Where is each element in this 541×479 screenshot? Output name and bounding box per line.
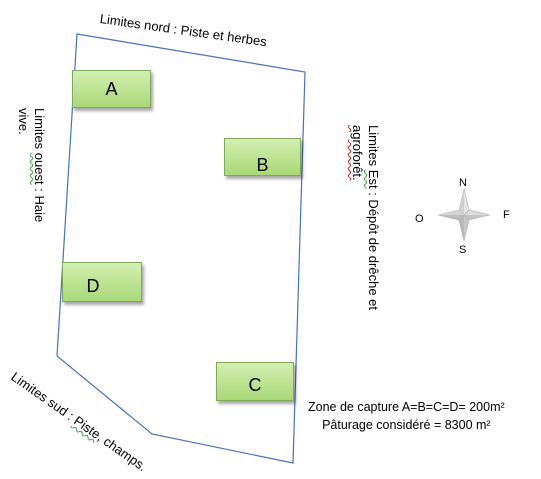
east-limit-keyword: Est: [366, 169, 381, 189]
pasture-area-text: Pâturage considéré = 8300 m²: [322, 418, 491, 432]
east-limit-suffix: : Dépôt de drêche et: [366, 188, 381, 311]
info-block: Zone de capture A=B=C=D= 200m² Pâturage …: [308, 398, 505, 434]
compass-south: S: [459, 244, 467, 256]
pasture-boundary: [56, 33, 306, 464]
zone-b: B: [224, 138, 301, 176]
west-limit-line2: vive.: [16, 108, 31, 135]
zone-a: A: [72, 70, 151, 108]
east-limit-prefix: Limites: [366, 125, 381, 170]
compass-east: F: [503, 209, 510, 221]
compass-rose-icon: [437, 188, 491, 242]
west-limit-label: Limites ouest : Haie vive.: [15, 108, 47, 222]
zone-c: C: [216, 362, 294, 401]
compass-north: N: [459, 177, 467, 189]
zone-d: D: [62, 262, 142, 302]
zone-a-label: A: [105, 78, 118, 99]
west-limit-keyword: ouest: [32, 152, 47, 185]
zone-c-label: C: [248, 375, 262, 395]
east-limit-line2: agroforêt.: [350, 125, 365, 181]
west-limit-prefix: Limites: [32, 108, 47, 153]
west-limit-suffix: : Haie: [32, 184, 47, 223]
zone-b-label: B: [256, 154, 269, 175]
capture-zone-text: Zone de capture A=B=C=D= 200m²: [308, 400, 505, 414]
compass-west: O: [415, 213, 424, 225]
east-limit-label: Limites Est : Dépôt de drêche et agrofor…: [349, 125, 381, 310]
zone-d-label: D: [86, 275, 100, 296]
